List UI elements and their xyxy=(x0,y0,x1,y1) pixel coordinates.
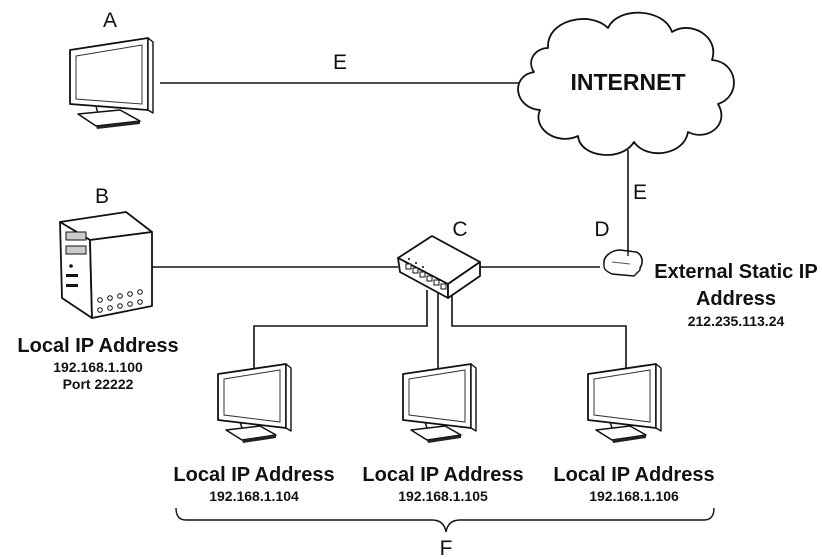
router-icon xyxy=(603,249,643,277)
router-title-line1: External Static IP xyxy=(654,261,817,283)
label-e-top: E xyxy=(333,51,347,74)
client-monitor-icon-3 xyxy=(587,363,662,443)
client-2-ip: 192.168.1.105 xyxy=(398,488,488,504)
client-2-title: Local IP Address xyxy=(362,464,523,486)
client-1-ip: 192.168.1.104 xyxy=(209,488,299,504)
server-icon xyxy=(59,211,153,319)
label-b: B xyxy=(95,185,109,208)
remote-pc-icon xyxy=(69,37,154,129)
router-ip: 212.235.113.24 xyxy=(688,313,785,329)
internet-cloud: INTERNET xyxy=(517,11,735,156)
link-switch-client-1 xyxy=(253,290,428,368)
client-3-ip: 192.168.1.106 xyxy=(589,488,679,504)
switch-icon xyxy=(397,235,481,299)
client-1-title: Local IP Address xyxy=(173,464,334,486)
label-d: D xyxy=(594,218,609,241)
label-c: C xyxy=(452,218,467,241)
link-switch-client-3 xyxy=(451,290,627,368)
clients-brace xyxy=(175,507,715,533)
server-ip: 192.168.1.100 xyxy=(53,359,143,375)
label-e-right: E xyxy=(633,181,647,204)
client-monitor-icon-2 xyxy=(402,363,477,443)
label-f: F xyxy=(440,537,453,559)
label-a: A xyxy=(103,9,117,32)
connections xyxy=(152,82,629,368)
server-title: Local IP Address xyxy=(17,335,178,357)
router-title-line2: Address xyxy=(696,288,776,310)
client-monitor-icon-1 xyxy=(217,363,292,443)
internet-label: INTERNET xyxy=(571,69,686,95)
server-port: Port 22222 xyxy=(63,376,134,392)
client-3-title: Local IP Address xyxy=(553,464,714,486)
